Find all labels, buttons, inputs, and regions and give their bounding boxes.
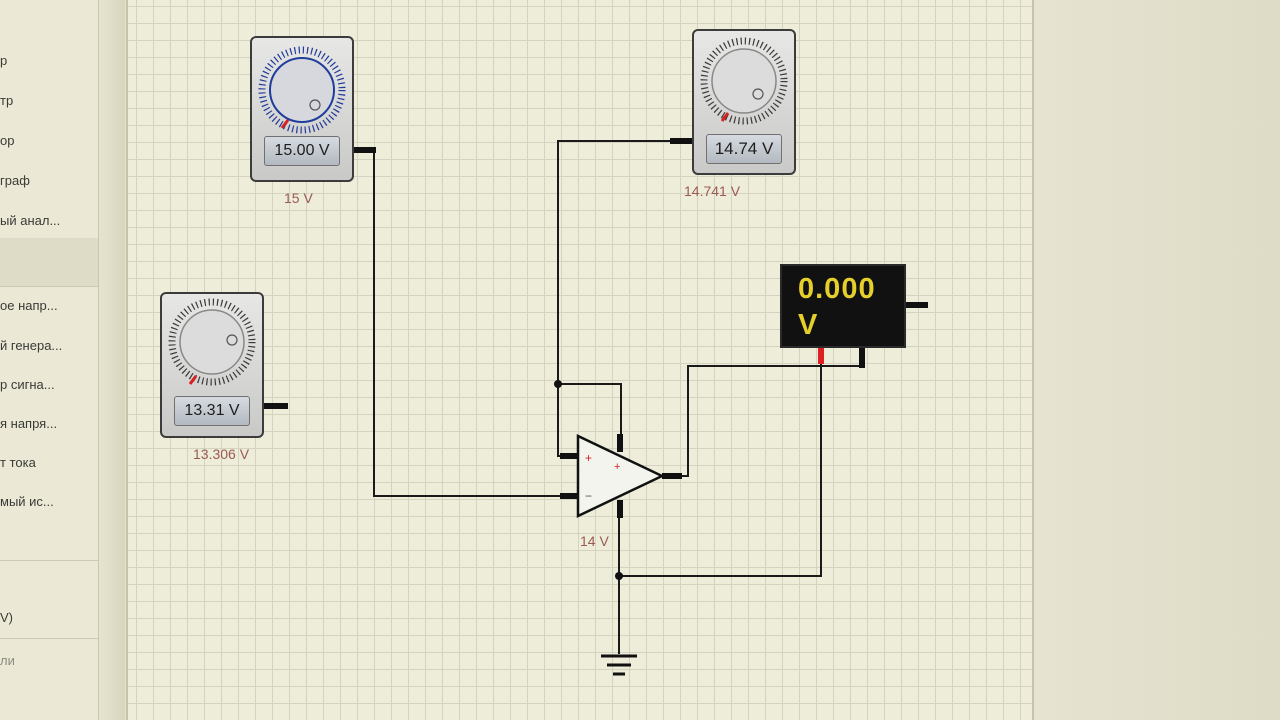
- sidebar-item-label: й генера...: [0, 338, 63, 353]
- terminal: [264, 403, 288, 409]
- sidebar-item[interactable]: я напря...: [0, 415, 98, 433]
- panel-splitter[interactable]: [99, 0, 125, 720]
- sidebar-item[interactable]: р: [0, 52, 98, 70]
- opamp-pin: [617, 500, 623, 518]
- junction-dot: [615, 572, 623, 580]
- sidebar-item-label: ый анал...: [0, 213, 61, 228]
- opamp-pin: [662, 473, 682, 479]
- opamp-plus-sign: +: [614, 461, 620, 473]
- voltmeter-unit: V: [798, 309, 818, 341]
- knob-min-marker: [280, 119, 290, 129]
- source-readout: 15.00 V: [264, 136, 340, 166]
- terminal: [859, 346, 865, 368]
- right-panel: [1034, 0, 1280, 720]
- sidebar-item[interactable]: р сигна...: [0, 376, 98, 394]
- terminal: [670, 138, 692, 144]
- voltage-source-15v[interactable]: 15.00 V: [250, 36, 354, 182]
- sidebar-item[interactable]: й генера...: [0, 337, 98, 355]
- sidebar-divider: [0, 560, 98, 561]
- voltage-source-13v[interactable]: 13.31 V: [160, 292, 264, 438]
- knob-min-marker: [720, 112, 730, 122]
- opamp-pin: [560, 453, 578, 459]
- sidebar-item-label: р сигна...: [0, 377, 55, 392]
- sidebar-item[interactable]: тр: [0, 92, 98, 110]
- opamp-body: [576, 434, 665, 518]
- opamp-plus-sign: +: [585, 451, 592, 465]
- opamp-pin: [560, 493, 578, 499]
- voltage-source-14v[interactable]: 14.74 V: [692, 29, 796, 175]
- sidebar-item[interactable]: ли: [0, 652, 98, 670]
- opamp-minus-sign: −: [585, 489, 592, 503]
- terminal: [354, 147, 376, 153]
- knob-ticks: [258, 46, 346, 134]
- terminal-positive: [818, 346, 824, 364]
- opamp[interactable]: + + −: [560, 434, 682, 518]
- sidebar-item-label: мый ис...: [0, 494, 54, 509]
- sidebar-item-label: V): [0, 610, 13, 625]
- sidebar-item-label: р: [0, 53, 8, 68]
- source-label: 13.306 V: [193, 446, 250, 462]
- sidebar-item[interactable]: граф: [0, 172, 98, 190]
- knob-dimple: [309, 99, 321, 111]
- knob-face: [179, 309, 245, 375]
- sidebar-item[interactable]: ое напр...: [0, 297, 98, 315]
- wire: [557, 384, 578, 457]
- sidebar-item-label: я напря...: [0, 416, 58, 431]
- voltmeter[interactable]: 0.000 V: [780, 264, 906, 348]
- knob-dimple: [752, 88, 764, 100]
- wire: [662, 365, 862, 477]
- opamp-label: 14 V: [580, 533, 609, 549]
- wire: [619, 350, 822, 577]
- voltmeter-value: 0.000: [798, 273, 876, 305]
- sidebar-divider: [0, 638, 98, 639]
- component-sidebar: р тр ор граф ый анал... ое напр... й ген…: [0, 0, 99, 720]
- ground-icon: [601, 654, 637, 676]
- knob-ticks: [700, 37, 788, 125]
- source-readout: 13.31 V: [174, 396, 250, 426]
- knob-dial: [168, 298, 256, 386]
- terminal: [904, 302, 928, 308]
- wire: [557, 140, 690, 384]
- sidebar-item-label: ое напр...: [0, 298, 58, 313]
- sidebar-item-label: тр: [0, 93, 14, 108]
- knob-dial: [700, 37, 788, 125]
- sidebar-item-label: ли: [0, 653, 15, 668]
- source-label: 14.741 V: [684, 183, 741, 199]
- sidebar-divider: [0, 286, 98, 287]
- sidebar-item-label: граф: [0, 173, 30, 188]
- knob-face: [269, 57, 335, 123]
- knob-dial: [258, 46, 346, 134]
- source-readout: 14.74 V: [706, 134, 782, 164]
- opamp-pin: [617, 434, 623, 452]
- sidebar-selected-highlight: [0, 238, 98, 286]
- wire: [372, 149, 578, 497]
- wire: [558, 383, 622, 440]
- knob-ticks: [168, 298, 256, 386]
- sidebar-item[interactable]: ор: [0, 132, 98, 150]
- sidebar-item[interactable]: ый анал...: [0, 212, 98, 230]
- sidebar-item-label: т тока: [0, 455, 36, 470]
- source-label: 15 V: [284, 190, 313, 206]
- knob-face: [711, 48, 777, 114]
- knob-min-marker: [188, 375, 198, 385]
- knob-dimple: [226, 334, 238, 346]
- sidebar-item[interactable]: т тока: [0, 454, 98, 472]
- junction-dot: [554, 380, 562, 388]
- sidebar-item-label: ор: [0, 133, 15, 148]
- sidebar-item[interactable]: мый ис...: [0, 493, 98, 511]
- sidebar-item[interactable]: V): [0, 609, 98, 627]
